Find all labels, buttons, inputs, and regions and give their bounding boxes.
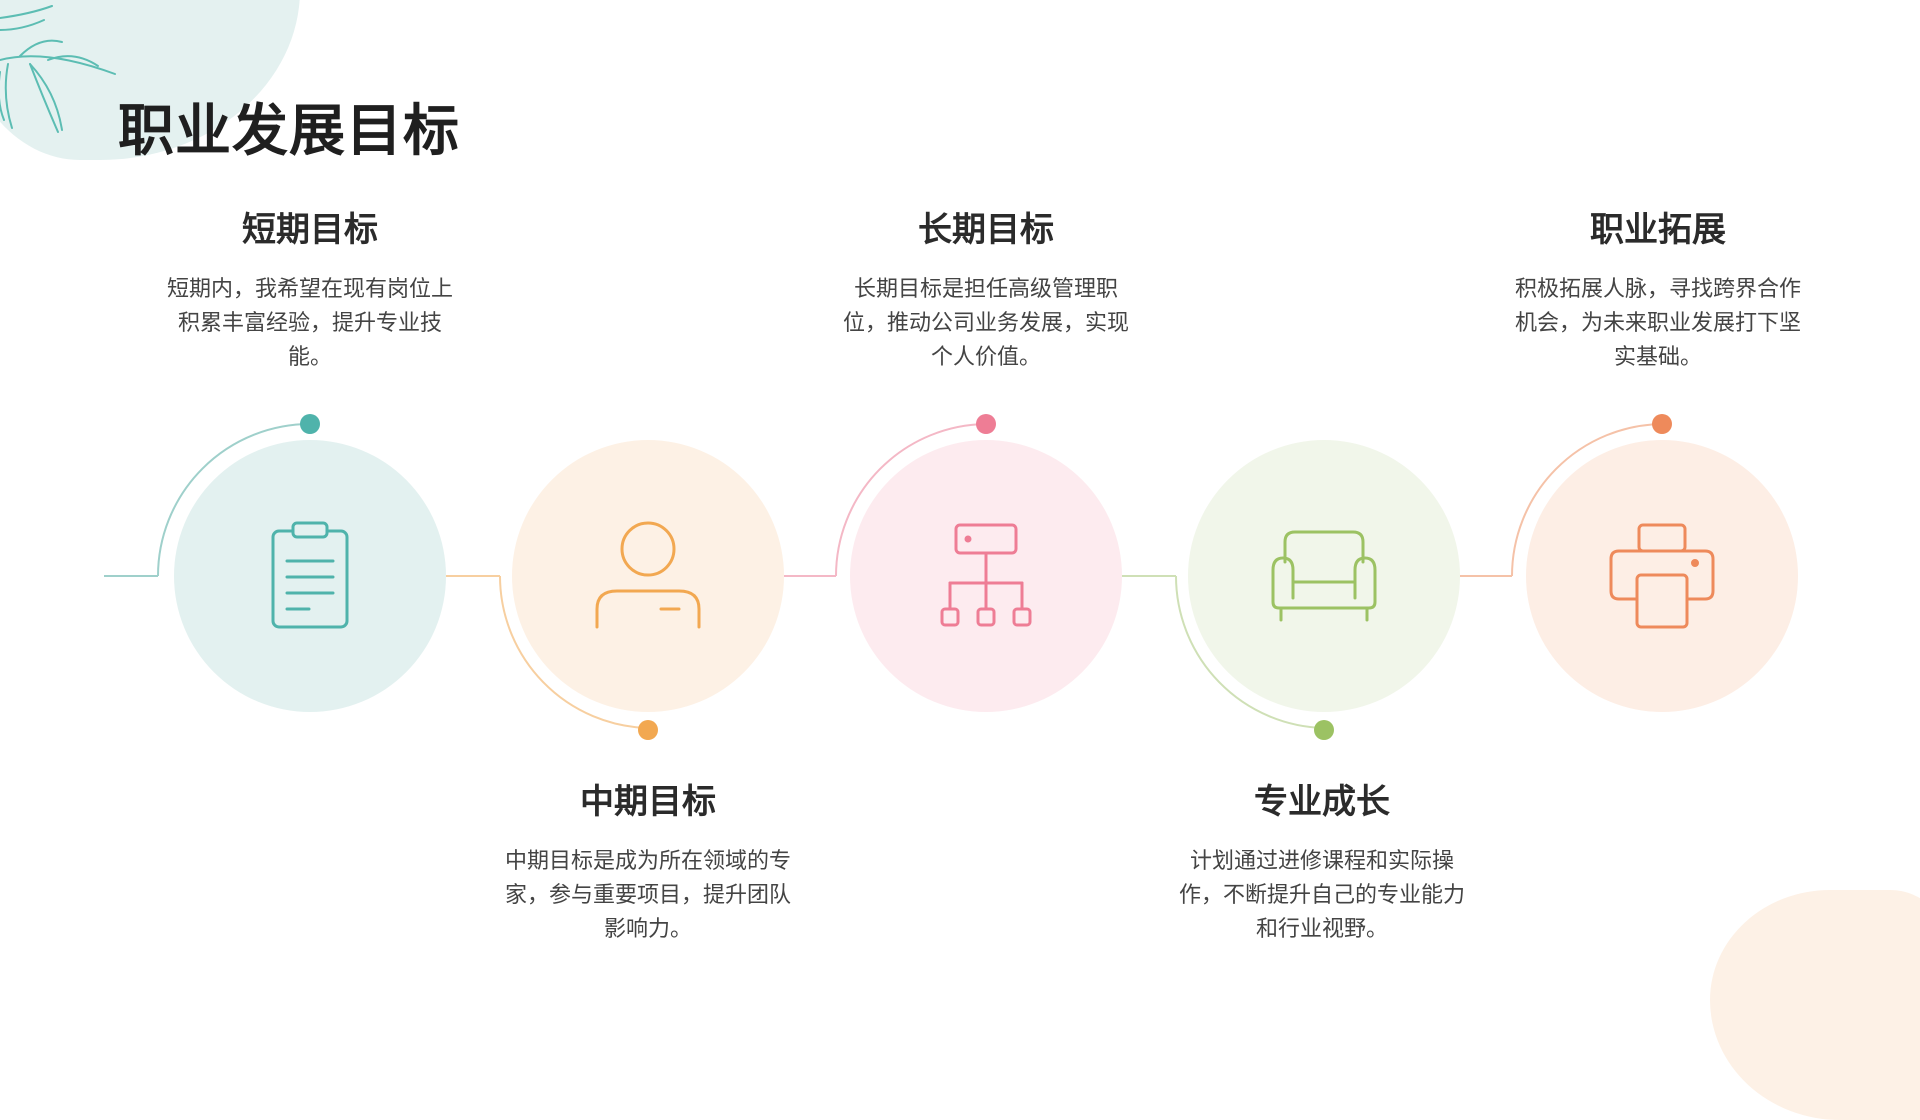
leaf-decoration-icon xyxy=(0,5,116,133)
stage-circle-short-term xyxy=(174,440,446,712)
stage-circle-mid-term xyxy=(512,440,784,712)
user-icon xyxy=(595,521,701,629)
clipboard-icon xyxy=(271,521,349,629)
org-chart-icon xyxy=(940,523,1032,627)
stage-title: 长期目标 xyxy=(918,210,1054,250)
stage-marker-dot xyxy=(1652,414,1672,434)
stage-text-long-term: 长期目标 长期目标是担任高级管理职位，推动公司业务发展，实现个人价值。 xyxy=(836,210,1136,375)
stage-marker-dot xyxy=(300,414,320,434)
timeline-connector xyxy=(104,414,1672,740)
stage-description: 中期目标是成为所在领域的专家，参与重要项目，提升团队影响力。 xyxy=(504,848,791,942)
printer-icon xyxy=(1609,523,1715,629)
stage-marker-dot xyxy=(976,414,996,434)
stage-circle-professional-growth xyxy=(1188,440,1460,712)
stage-text-professional-growth: 专业成长 计划通过进修课程和实际操作，不断提升自己的专业能力和行业视野。 xyxy=(1172,782,1472,947)
stage-circle-career-expansion xyxy=(1526,440,1798,712)
stage-description: 积极拓展人脉，寻找跨界合作机会，为未来职业发展打下坚实基础。 xyxy=(1514,276,1801,370)
stage-text-mid-term: 中期目标 中期目标是成为所在领域的专家，参与重要项目，提升团队影响力。 xyxy=(498,782,798,947)
sofa-icon xyxy=(1271,530,1377,622)
stage-title: 短期目标 xyxy=(242,210,378,250)
stage-description: 计划通过进修课程和实际操作，不断提升自己的专业能力和行业视野。 xyxy=(1178,848,1465,942)
stage-circle-long-term xyxy=(850,440,1122,712)
stage-title: 中期目标 xyxy=(580,782,716,822)
stage-marker-dot xyxy=(638,720,658,740)
stage-marker-dot xyxy=(1314,720,1334,740)
page-title: 职业发展目标 xyxy=(118,99,460,164)
stage-description: 长期目标是担任高级管理职位，推动公司业务发展，实现个人价值。 xyxy=(842,276,1129,370)
stage-text-short-term: 短期目标 短期内，我希望在现有岗位上积累丰富经验，提升专业技能。 xyxy=(160,210,460,375)
stage-title: 专业成长 xyxy=(1254,782,1390,822)
stage-description: 短期内，我希望在现有岗位上积累丰富经验，提升专业技能。 xyxy=(166,276,453,370)
stage-text-career-expansion: 职业拓展 积极拓展人脉，寻找跨界合作机会，为未来职业发展打下坚实基础。 xyxy=(1508,210,1808,375)
stage-title: 职业拓展 xyxy=(1590,210,1726,250)
